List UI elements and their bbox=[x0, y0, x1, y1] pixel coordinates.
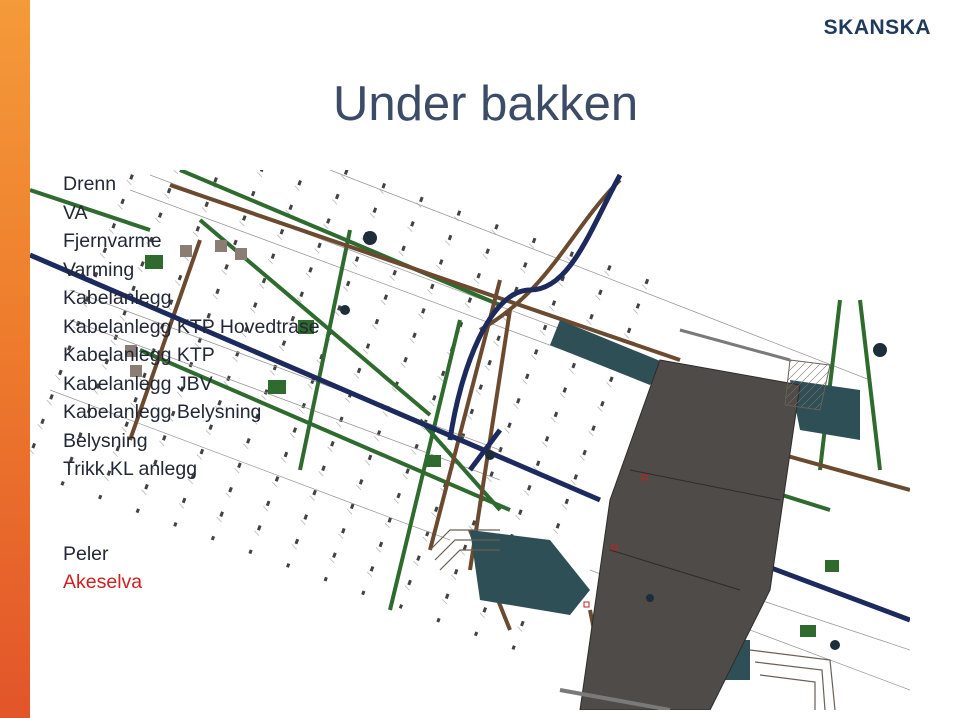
utility-legend: Drenn VA Fjernvarme Varming Kabelanlegg … bbox=[63, 170, 320, 597]
legend-item: Kabelanlegg KTP Hovedtrase bbox=[63, 315, 320, 338]
legend-item: Kabelanlegg bbox=[63, 287, 172, 309]
red-markers bbox=[583, 474, 648, 608]
utility-plan-drawing bbox=[30, 170, 910, 710]
page-title: Under bakken bbox=[333, 77, 639, 131]
green-pipes bbox=[30, 170, 882, 611]
legend-item: Varming bbox=[63, 258, 135, 281]
grey-boxes bbox=[125, 240, 247, 377]
legend-item: Trikk KL anlegg bbox=[63, 458, 198, 480]
round-nodes bbox=[340, 231, 887, 650]
building-footprints bbox=[579, 359, 831, 710]
legend-item: VA bbox=[63, 201, 88, 224]
legend-item: Kabelanlegg Belysning bbox=[63, 401, 262, 423]
green-cabinets bbox=[145, 255, 839, 637]
legend-item-akeselva: Akeselva bbox=[63, 571, 143, 593]
legend-item: Belysning bbox=[63, 429, 148, 452]
legend-item: Drenn bbox=[63, 173, 117, 195]
legend-item: Fjernvarme bbox=[63, 230, 162, 252]
navy-pipes bbox=[30, 173, 910, 623]
legend-item: Kabelanlegg JBV bbox=[63, 372, 213, 395]
legend-item-peler: Peler bbox=[63, 542, 109, 565]
accent-side-bar bbox=[0, 0, 30, 718]
legend-item: Kabelanlegg KTP bbox=[63, 344, 215, 366]
duct-bundles bbox=[429, 328, 836, 710]
legend-spacer bbox=[63, 484, 320, 540]
skanska-logo: SKANSKA bbox=[823, 16, 931, 39]
fixture-markers bbox=[30, 170, 681, 661]
